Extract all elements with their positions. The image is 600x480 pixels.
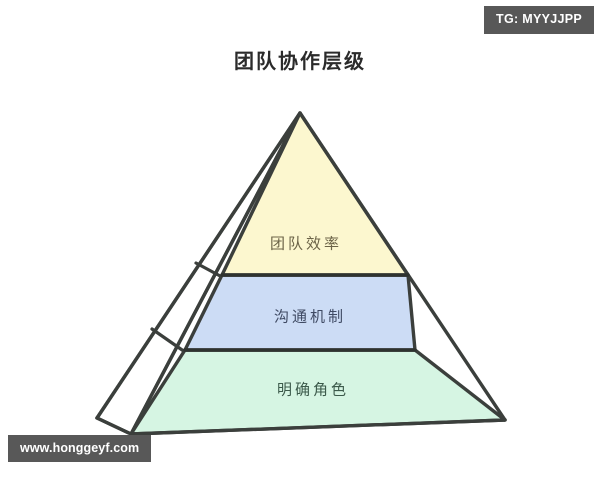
pyramid-level-middle[interactable]: 沟通机制 [183, 273, 417, 352]
page-title: 团队协作层级 [234, 51, 366, 73]
pyramid-right-edge [298, 111, 507, 422]
site-watermark: www.honggeyf.com [8, 434, 152, 462]
pyramid-front-left-edge [129, 111, 302, 436]
side-face-divider-lower [150, 327, 187, 354]
tg-badge: TG: MYYJJPP [484, 6, 594, 34]
pyramid-level-top-label: 团队效率 [270, 235, 342, 252]
pyramid-level-middle-label: 沟通机制 [274, 308, 346, 325]
side-face-base-edge [95, 416, 133, 436]
pyramid-level-bottom-label: 明确角色 [277, 381, 349, 398]
pyramid-outline [129, 111, 507, 436]
side-face-divider-upper [194, 261, 224, 279]
pyramid-base-edge [129, 418, 507, 436]
